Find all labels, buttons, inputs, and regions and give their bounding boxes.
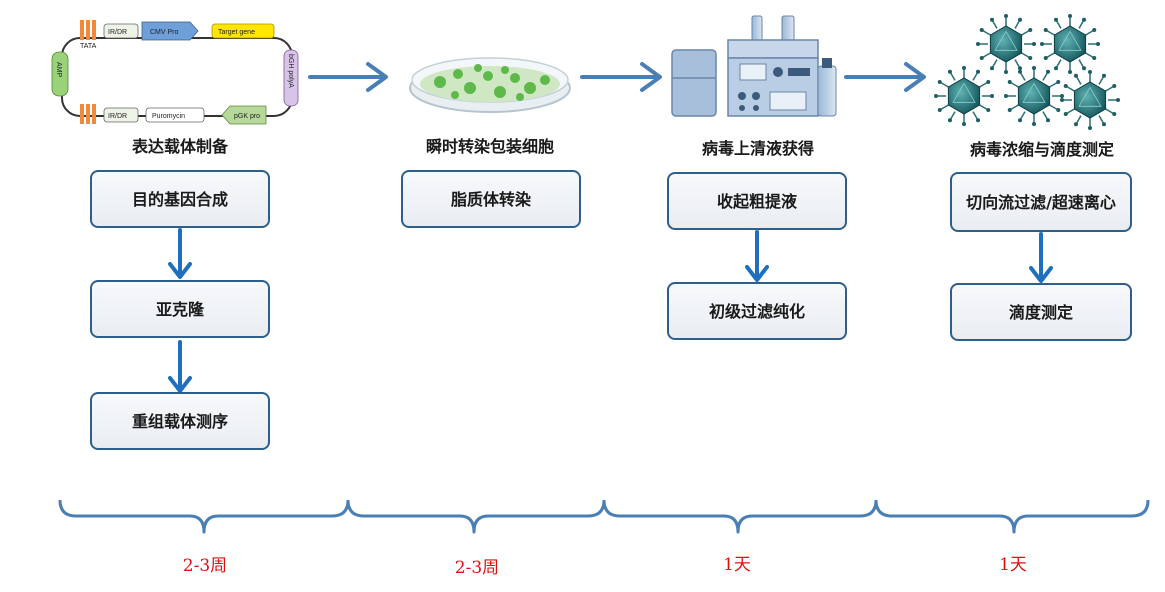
plasmid-label-pgk: pGK pro [234,113,260,120]
bracket-stage-4 [874,499,1150,534]
stage-title-3: 病毒上清液获得 [701,139,814,158]
virus-particles-icon [934,14,1120,130]
duration-stage-2: 2-3周 [454,558,500,578]
irdr-top-box [103,23,139,39]
virus-particle-icon [934,66,994,126]
step-box-titer-assay: 滴度测定 [950,283,1132,341]
duration-stage-1: 2-3周 [182,556,228,576]
down-arrow-stage3 [745,230,769,282]
bgh-polya-box [283,49,299,107]
bracket-stage-2 [346,499,606,534]
duration-stage-3: 1天 [723,555,751,575]
bracket-stage-1 [58,499,350,534]
flow-arrow-3 [844,62,926,92]
target-gene-box [211,23,275,39]
step-box-subcloning: 亚克隆 [90,280,270,338]
timeline-brackets [58,499,1150,534]
amp-box [51,51,69,97]
flow-arrow-1 [308,62,388,92]
petri-dish-icon [409,57,571,113]
step-arrows [168,228,1053,393]
puromycin-box [145,107,205,123]
plasmid-label-irdr-bottom: IR/DR [108,113,127,120]
virus-particle-icon [976,14,1036,74]
plasmid-illustration: TATA IR/DR CMV Pro Target gene bGH polyA… [51,20,299,125]
plasmid-label-target: Target gene [218,29,255,36]
duration-stage-4: 1天 [999,555,1027,575]
stage-title-4: 病毒浓缩与滴度测定 [969,140,1114,159]
plasmid-label-irdr-top: IR/DR [108,29,127,36]
step-box-primary-filtration: 初级过滤纯化 [667,282,847,340]
plasmid-label-cmv: CMV Pro [150,29,179,36]
step-box-tff-ultracentrifuge: 切向流过滤/超速离心 [950,172,1132,232]
down-arrow-stage4 [1029,232,1053,283]
cmv-promoter-arrow-icon [141,21,199,41]
step-box-lipofection: 脂质体转染 [401,170,581,228]
plasmid-label-amp: AMP [55,62,62,78]
flow-arrows [308,62,926,92]
lab-equipment-icon [671,15,837,117]
step-box-crude-harvest: 收起粗提液 [667,172,847,230]
stage-title-2: 瞬时转染包装细胞 [425,137,554,156]
step-box-gene-synthesis: 目的基因合成 [90,170,270,228]
irdr-bottom-box [103,107,139,123]
pgk-promoter-arrow-icon [221,105,267,125]
down-arrow-stage1-b [168,340,192,393]
bottom-marker-icon [80,104,96,124]
virus-particle-icon [1040,14,1100,74]
flow-arrow-2 [580,62,662,92]
stage-title-1: 表达载体制备 [131,137,228,156]
plasmid-label-bgh: bGH polyA [287,54,294,88]
virus-particle-icon [1060,70,1120,130]
virus-particle-icon [1004,66,1064,126]
step-box-vector-sequencing: 重组载体测序 [90,392,270,450]
plasmid-label-puro: Puromycin [152,113,185,120]
plasmid-label-tata: TATA [80,43,97,50]
bracket-stage-3 [602,499,878,534]
tata-marker-icon [80,20,96,40]
down-arrow-stage1-a [168,228,192,279]
